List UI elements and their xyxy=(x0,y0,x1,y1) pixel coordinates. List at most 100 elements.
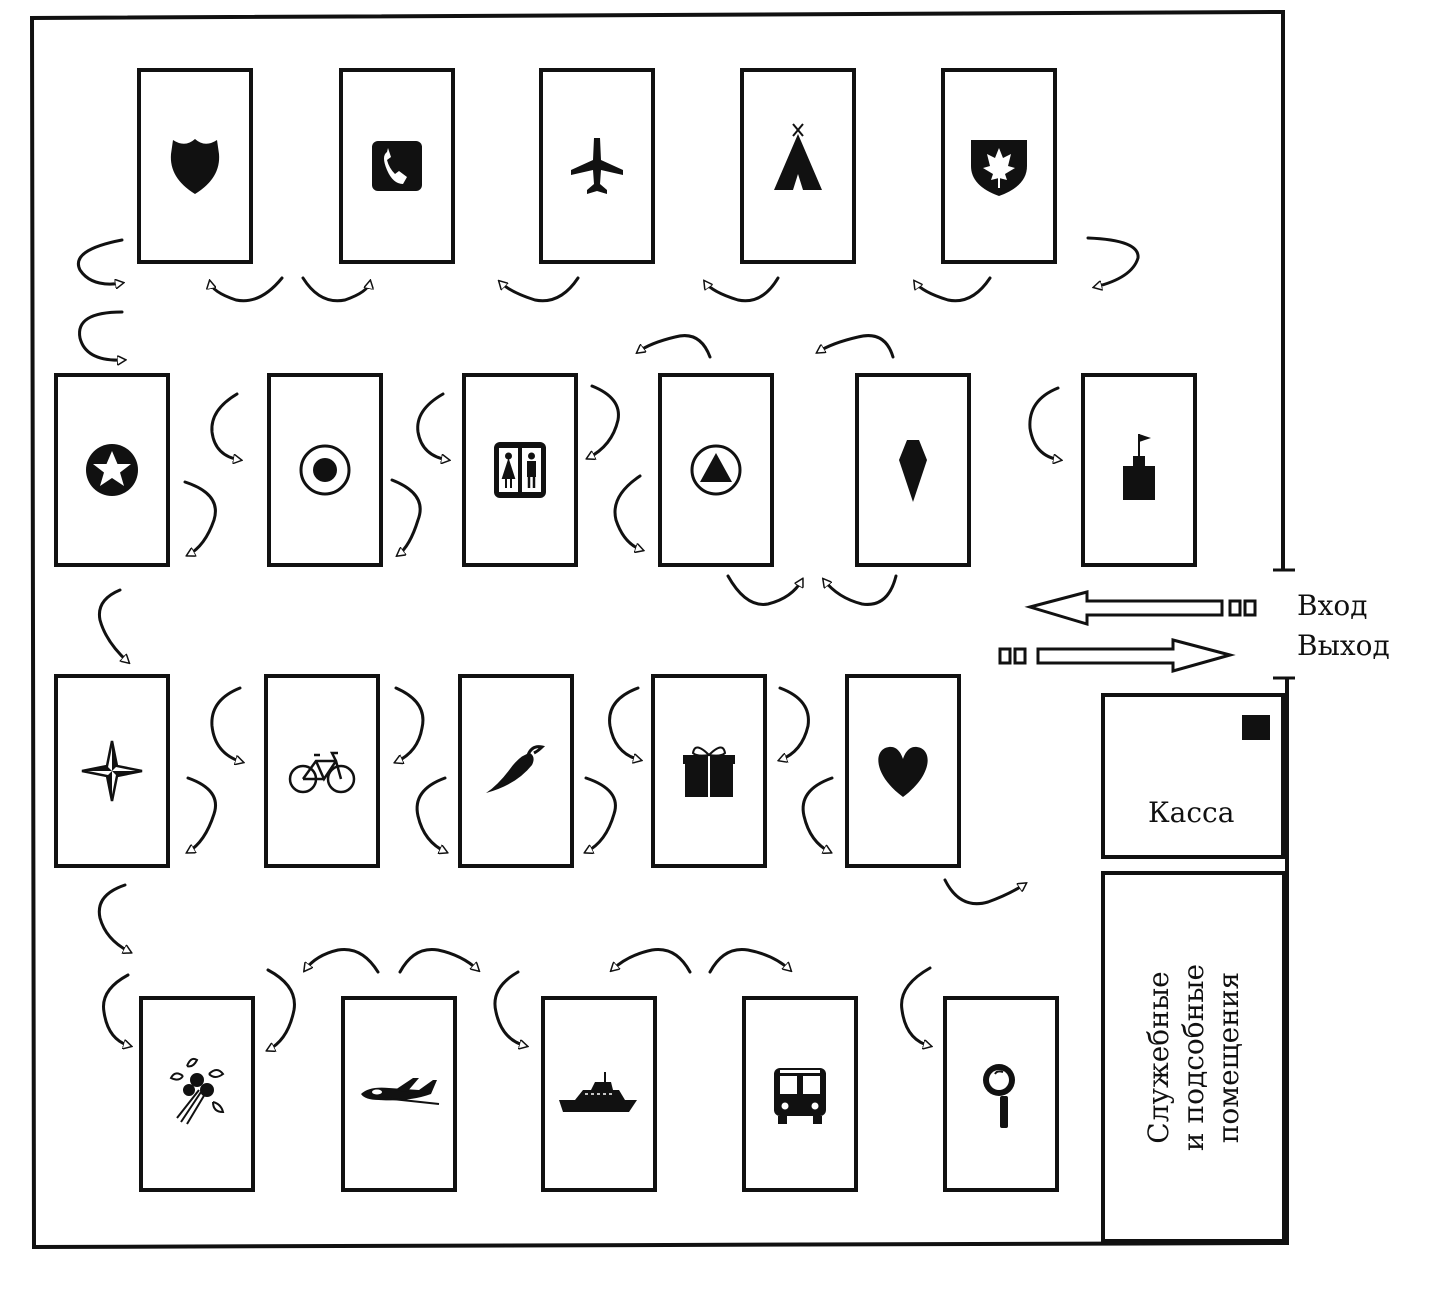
stand-13 xyxy=(264,674,380,868)
flow-arrow-34 xyxy=(398,947,478,974)
stand-3 xyxy=(539,68,655,264)
stand-15 xyxy=(651,674,767,868)
tent-icon xyxy=(774,123,822,190)
flow-arrow-25 xyxy=(608,686,640,760)
flow-arrow-24 xyxy=(415,776,446,852)
stand-box xyxy=(742,996,858,1192)
stand-5 xyxy=(941,68,1057,264)
flow-arrow-9 xyxy=(638,334,712,359)
flow-arrow-29 xyxy=(943,878,1025,906)
service-room xyxy=(1101,871,1286,1243)
bicycle-icon xyxy=(288,751,356,794)
flow-arrow-6 xyxy=(705,276,780,303)
magnifier-icon xyxy=(983,1064,1015,1128)
stand-11 xyxy=(1081,373,1197,567)
flow-arrow-10 xyxy=(818,334,895,359)
flow-arrow-11 xyxy=(210,392,240,460)
stand-12 xyxy=(54,674,170,868)
flow-arrow-1 xyxy=(77,238,122,284)
flow-arrow-37 xyxy=(708,947,790,974)
stand-18 xyxy=(341,996,457,1192)
cashier-room xyxy=(1101,693,1285,859)
cashier-label: Касса xyxy=(1148,796,1235,829)
stand-8 xyxy=(462,373,578,567)
airplane-icon xyxy=(571,138,623,194)
stand-2 xyxy=(339,68,455,264)
stand-10 xyxy=(855,373,971,567)
stand-6 xyxy=(54,373,170,567)
stand-17 xyxy=(139,996,255,1192)
exit-arrow xyxy=(998,638,1236,673)
flow-arrow-18 xyxy=(726,574,802,606)
stand-16 xyxy=(845,674,961,868)
flow-arrow-30 xyxy=(97,883,130,952)
star-circle-icon xyxy=(86,444,138,496)
stand-box xyxy=(264,674,380,868)
heart-icon xyxy=(878,746,928,797)
maple-leaf-shield-icon xyxy=(971,140,1027,196)
flow-arrow-21 xyxy=(210,686,242,762)
stands xyxy=(54,68,1197,1192)
stand-box xyxy=(740,68,856,264)
stand-4 xyxy=(740,68,856,264)
stand-19 xyxy=(541,996,657,1192)
stand-21 xyxy=(943,996,1059,1192)
stand-9 xyxy=(658,373,774,567)
cashier-marker xyxy=(1242,715,1270,740)
flow-arrow-12 xyxy=(183,480,217,555)
stand-box xyxy=(1081,373,1197,567)
restroom-icon xyxy=(494,442,546,498)
stand-1 xyxy=(137,68,253,264)
stand-box xyxy=(845,674,961,868)
flow-arrow-14 xyxy=(390,478,422,555)
chili-pepper-icon xyxy=(486,745,546,793)
telephone-icon xyxy=(372,141,422,191)
flow-arrow-28 xyxy=(801,776,834,852)
flow-arrow-8 xyxy=(1086,236,1140,287)
police-shield-icon xyxy=(170,139,220,194)
flow-arrow-5 xyxy=(500,276,580,303)
entrance-arrow xyxy=(1024,590,1257,627)
pin-marker-icon xyxy=(899,440,927,502)
stand-7 xyxy=(267,373,383,567)
hall-walls xyxy=(29,9,1295,1250)
gift-box-icon xyxy=(683,746,735,797)
flow-arrow-36 xyxy=(612,947,692,974)
flow-arrow-38 xyxy=(900,966,930,1046)
flow-arrow-4 xyxy=(301,276,370,303)
flower-bouquet-icon xyxy=(169,1057,225,1125)
flow-arrow-17 xyxy=(1028,386,1060,460)
flow-arrow-20 xyxy=(97,588,128,662)
flow-arrow-19 xyxy=(824,574,898,606)
service-label-line1: Служебные xyxy=(1142,971,1176,1144)
service-label-line3: помещения xyxy=(1212,971,1246,1144)
service-label-line2: и подсобные xyxy=(1177,963,1211,1152)
small-plane-icon xyxy=(361,1078,440,1105)
flow-arrow-27 xyxy=(780,686,810,760)
flow-arrow-23 xyxy=(396,686,425,762)
flow-arrow-22 xyxy=(188,776,217,852)
flow-arrow-3 xyxy=(210,276,284,303)
bus-icon xyxy=(774,1068,826,1124)
target-dot-icon xyxy=(299,444,351,496)
flow-arrow-31 xyxy=(102,973,131,1046)
flow-arrow-32 xyxy=(268,968,296,1050)
castle-flag-icon xyxy=(1123,434,1155,500)
entrance-label: Вход xyxy=(1297,589,1368,622)
triangle-circle-icon xyxy=(690,444,742,496)
compass-star-icon xyxy=(81,740,143,802)
ship-icon xyxy=(559,1072,637,1112)
flow-arrow-16 xyxy=(613,474,642,550)
stand-14 xyxy=(458,674,574,868)
stand-20 xyxy=(742,996,858,1192)
service-rooms-label: Служебные и подсобные помещения xyxy=(1105,875,1283,1240)
exit-label: Выход xyxy=(1297,629,1390,662)
flow-arrow-2 xyxy=(78,310,124,360)
flow-arrow-15 xyxy=(588,384,620,458)
flow-arrow-13 xyxy=(416,392,448,460)
flow-arrow-26 xyxy=(586,776,617,852)
flow-arrow-33 xyxy=(305,947,380,974)
visitor-flow-arrows xyxy=(77,236,1140,1050)
